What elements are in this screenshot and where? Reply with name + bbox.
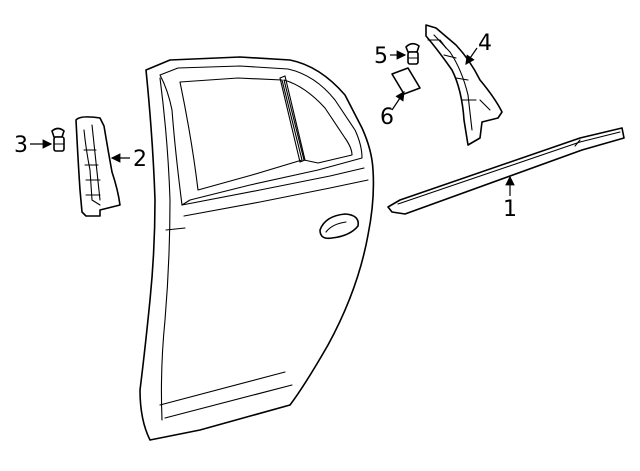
callout-2: 2 (133, 147, 147, 172)
leader-lines (30, 47, 515, 196)
part-4-rear-trim (425, 24, 503, 146)
door-shell (139, 56, 375, 441)
callout-4: 4 (478, 31, 492, 56)
part-2-front-trim (75, 116, 121, 217)
part-3-clip (51, 127, 65, 152)
callout-6: 6 (380, 105, 394, 130)
callout-3: 3 (14, 133, 28, 158)
part-5-clip (405, 42, 420, 65)
callout-1: 1 (503, 197, 517, 222)
part-6-tape (391, 67, 421, 95)
callout-5: 5 (374, 44, 388, 69)
part-1-belt-molding (387, 127, 625, 215)
